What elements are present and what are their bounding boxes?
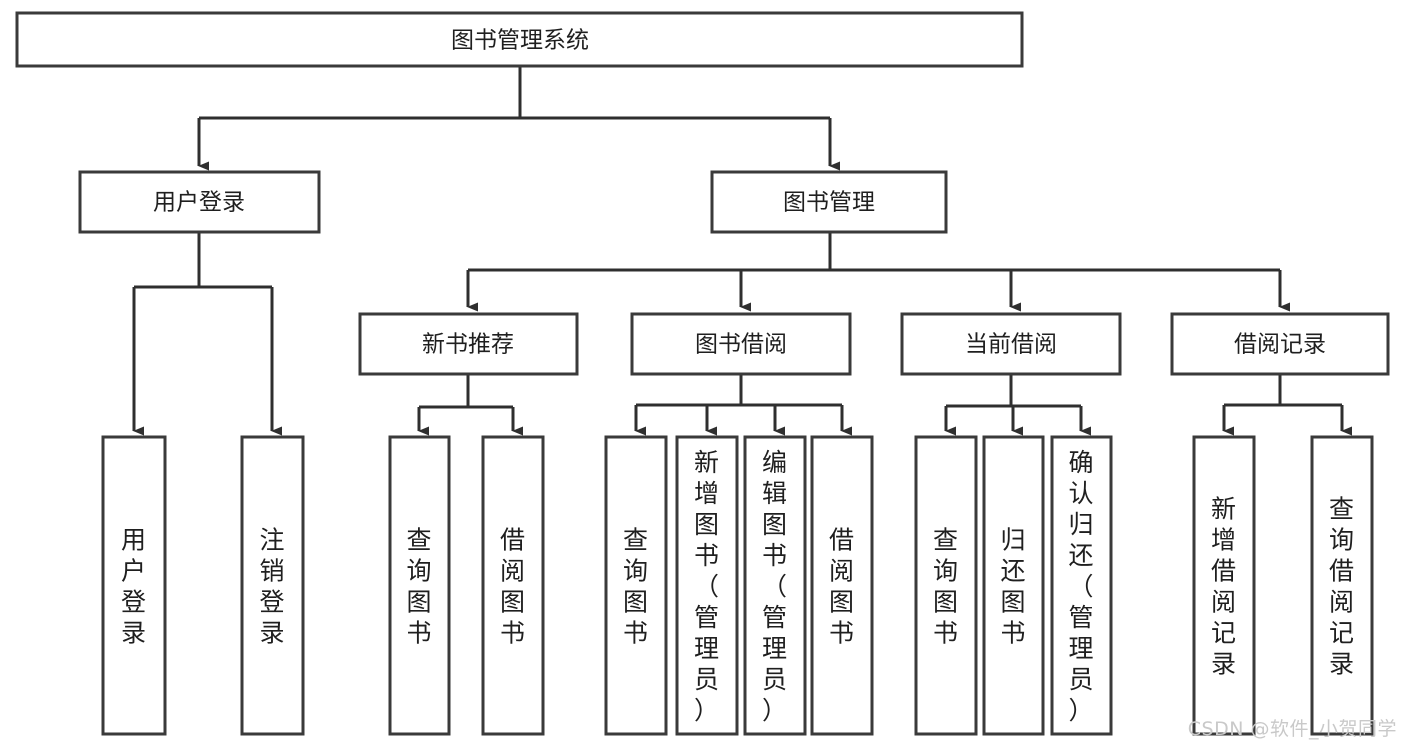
node-root-label: 图书管理系统 bbox=[451, 28, 589, 54]
leaf-query-book-3[interactable] bbox=[914, 435, 978, 736]
node-current-borrow[interactable]: 当前借阅 bbox=[900, 312, 1122, 376]
leaf-return-book-label: 归还图书 bbox=[1000, 525, 1026, 647]
connector-book-borrow-to-leaves bbox=[634, 374, 853, 436]
watermark: CSDN @软件_小贺同学 bbox=[1187, 718, 1397, 740]
leaf-query-record[interactable] bbox=[1310, 435, 1374, 736]
leaf-borrow-book-2[interactable] bbox=[810, 435, 874, 736]
node-new-book-recommend[interactable]: 新书推荐 bbox=[358, 312, 579, 376]
node-borrow-record-label: 借阅记录 bbox=[1234, 332, 1326, 358]
node-root[interactable]: 图书管理系统 bbox=[15, 11, 1024, 68]
leaf-user-login[interactable] bbox=[101, 435, 167, 736]
node-current-borrow-label: 当前借阅 bbox=[965, 332, 1057, 358]
leaf-confirm-return[interactable] bbox=[1050, 435, 1113, 736]
leaf-edit-book[interactable] bbox=[743, 435, 807, 736]
leaf-add-record-label: 新增借阅记录 bbox=[1211, 494, 1237, 678]
node-book-borrow-label: 图书借阅 bbox=[695, 332, 787, 358]
leaf-query-book-2[interactable] bbox=[604, 435, 668, 736]
leaf-label-layer: 用户登录 注销登录 查询图书 借阅图书 查询图书 新增图书（管理员） 编辑图书（管理员） 借阅… bbox=[121, 448, 1355, 725]
node-book-manage[interactable]: 图书管理 bbox=[710, 170, 948, 234]
leaf-edit-book-label: 编辑图书（管理员） bbox=[762, 448, 788, 725]
leaf-logout[interactable] bbox=[240, 435, 305, 736]
connector-book-manage-to-bus bbox=[466, 232, 1291, 312]
leaf-add-record[interactable] bbox=[1192, 435, 1256, 736]
leaf-logout-label: 注销登录 bbox=[259, 525, 285, 647]
node-book-manage-label: 图书管理 bbox=[783, 190, 875, 216]
leaf-return-book[interactable] bbox=[982, 435, 1045, 736]
leaf-borrow-book-1[interactable] bbox=[481, 435, 545, 736]
leaf-query-book-3-label: 查询图书 bbox=[933, 525, 959, 647]
node-new-book-recommend-label: 新书推荐 bbox=[422, 332, 514, 358]
connector-root-to-bus bbox=[199, 66, 830, 120]
node-user-login[interactable]: 用户登录 bbox=[78, 170, 321, 234]
node-user-login-label: 用户登录 bbox=[153, 190, 245, 216]
leaf-add-book[interactable] bbox=[675, 435, 739, 736]
connector-current-borrow-to-leaves bbox=[944, 374, 1092, 436]
connector-borrow-record-to-leaves bbox=[1222, 374, 1353, 436]
leaf-confirm-return-label: 确认归还（管理员） bbox=[1068, 448, 1094, 725]
leaf-user-login-label: 用户登录 bbox=[121, 525, 147, 647]
leaf-borrow-book-2-label: 借阅图书 bbox=[829, 525, 855, 647]
leaf-query-record-label: 查询借阅记录 bbox=[1329, 494, 1355, 678]
connector-user-login-to-bus bbox=[132, 232, 283, 436]
node-borrow-record[interactable]: 借阅记录 bbox=[1170, 312, 1390, 376]
connector-new-book-recommend-to-leaves bbox=[417, 374, 524, 436]
leaf-query-book-2-label: 查询图书 bbox=[623, 525, 649, 647]
leaf-query-book-1-label: 查询图书 bbox=[406, 525, 432, 647]
leaf-add-book-label: 新增图书（管理员） bbox=[694, 448, 720, 725]
leaf-borrow-book-1-label: 借阅图书 bbox=[500, 525, 526, 647]
node-book-borrow[interactable]: 图书借阅 bbox=[630, 312, 852, 376]
leaf-query-book-1[interactable] bbox=[388, 435, 451, 736]
